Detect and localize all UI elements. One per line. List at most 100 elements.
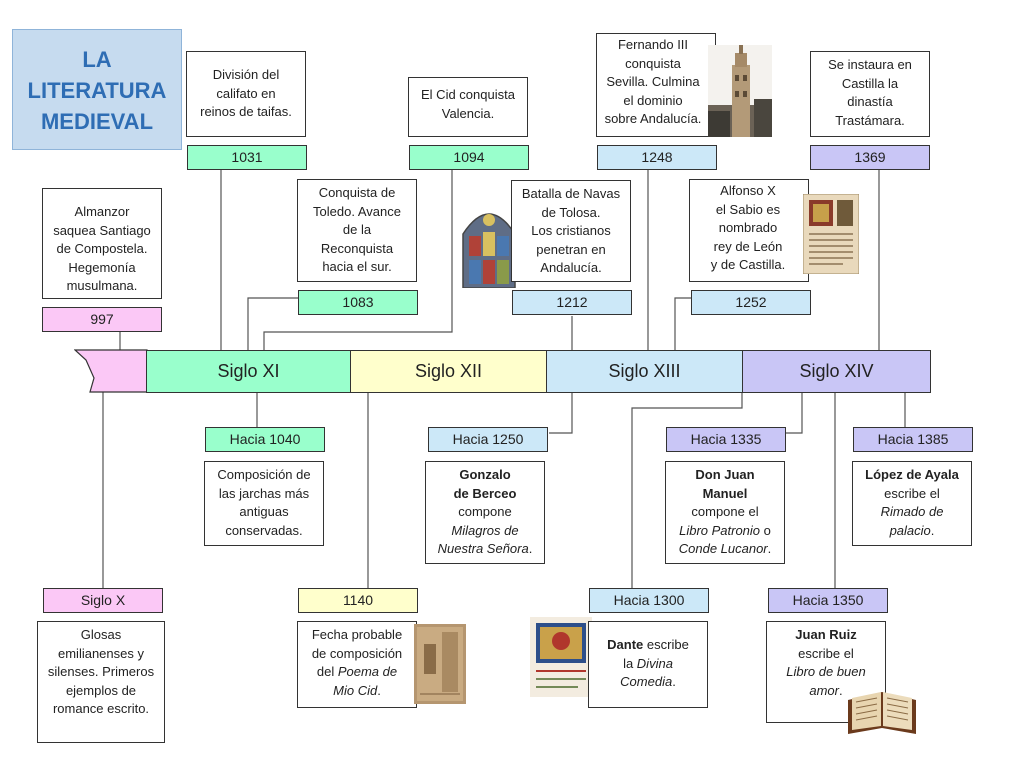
lit-siglo-x-line: romance escrito.: [52, 701, 150, 716]
lit-siglo-x-line: silenses. Primeros: [47, 664, 155, 679]
lit-1385-period: .: [930, 522, 935, 538]
event-1083-line: Reconquista: [320, 240, 394, 256]
event-1031-line: califato en: [216, 85, 276, 101]
event-1252-note: Alfonso X el Sabio es nombrado rey de Le…: [689, 179, 809, 282]
event-1252-line: el Sabio es: [715, 201, 781, 217]
lit-1300-work: Comedia: [620, 674, 673, 689]
stained-glass-image: [462, 213, 516, 288]
lit-1140-period: .: [377, 682, 381, 698]
connector-1250: [549, 392, 573, 434]
event-1212-note: Batalla de Navas de Tolosa. Los cristian…: [511, 180, 631, 282]
lit-1385-line: escribe el: [884, 485, 940, 501]
lit-1300-author: Dante: [607, 637, 644, 652]
year-1248: 1248: [597, 145, 717, 170]
connector-1083: [247, 297, 300, 350]
lit-siglo-x-note: Glosas emilianenses y silenses. Primeros…: [37, 621, 165, 743]
event-1094-note: El Cid conquista Valencia.: [408, 77, 528, 137]
lit-1250-work: Nuestra Señora: [437, 541, 529, 556]
lit-1350-period: .: [839, 682, 843, 698]
lit-1350-work: Libro de buen: [786, 664, 866, 679]
year-997: 997: [42, 307, 162, 332]
event-1252-line: y de Castilla.: [710, 257, 786, 272]
event-1248-note: Fernando III conquista Sevilla. Culmina …: [596, 33, 716, 137]
connector-1252: [674, 297, 692, 350]
lit-siglo-x-line: emilianenses y: [58, 645, 144, 661]
lit-year-siglo-x: Siglo X: [43, 588, 163, 613]
event-1094-line: El Cid conquista: [421, 87, 515, 102]
event-1031-line: División del: [212, 67, 280, 82]
lit-1140-line: Fecha probable: [311, 627, 403, 642]
century-siglo-xiii: Siglo XIII: [546, 350, 743, 393]
lit-1300-line: la: [623, 655, 637, 671]
event-1031-note: División del califato en reinos de taifa…: [186, 51, 306, 137]
year-1212: 1212: [512, 290, 632, 315]
lit-1335-work: Libro Patronio: [679, 522, 761, 538]
event-1212-line: Batalla de Navas: [521, 186, 621, 201]
dante-illumination-image: [530, 617, 592, 697]
lit-1300-period: .: [672, 674, 676, 689]
year-1252: 1252: [691, 290, 811, 315]
event-1031-line: reinos de taifas.: [200, 104, 292, 119]
event-997-line: de Compostela.: [56, 241, 148, 256]
lit-1040-line: conservadas.: [225, 522, 303, 538]
lit-1335-line: o: [760, 522, 771, 538]
lit-1040-note: Composición de las jarchas más antiguas …: [204, 461, 324, 546]
event-1083-line: Toledo. Avance: [313, 203, 401, 219]
lit-1300-work: Divina: [636, 655, 673, 671]
lit-1040-line: las jarchas más: [218, 485, 310, 501]
event-1369-line: Se instaura en: [828, 57, 912, 72]
event-1212-line: Andalucía.: [540, 260, 602, 275]
lit-1140-note: Fecha probable de composición del Poema …: [297, 621, 417, 708]
lit-year-hacia-1350: Hacia 1350: [768, 588, 888, 613]
lit-1335-work: Conde Lucanor: [678, 541, 768, 556]
event-1369-line: dinastía: [847, 94, 893, 109]
lit-1140-work: Mio Cid: [333, 682, 378, 698]
event-1248-line: conquista: [625, 55, 681, 71]
event-1083-line: Conquista de: [318, 185, 396, 200]
event-997-note: Almanzor saquea Santiago de Compostela. …: [42, 188, 162, 299]
lit-1250-author: de Berceo: [453, 485, 517, 501]
event-1369-line: Castilla la: [841, 75, 899, 91]
lit-1040-line: antiguas: [239, 504, 289, 519]
lit-1250-work: Milagros de: [451, 522, 519, 538]
event-1212-line: penetran en: [536, 241, 606, 257]
lit-1250-period: .: [528, 541, 533, 556]
event-1083-line: hacia el sur.: [322, 259, 392, 274]
lit-1385-note: López de Ayala escribe el Rimado de pala…: [852, 461, 972, 546]
event-997-line: Almanzor: [74, 204, 130, 219]
event-997-line: musulmana.: [66, 278, 138, 293]
lit-year-1140: 1140: [298, 588, 418, 613]
century-siglo-xii: Siglo XII: [350, 350, 547, 393]
title-line-1: LA: [82, 47, 112, 72]
title-box: LA LITERATURA MEDIEVAL: [12, 29, 182, 150]
event-1094-line: Valencia.: [441, 105, 495, 121]
lit-1250-author: Gonzalo: [459, 467, 511, 482]
lit-1300-note: Dante escribe la Divina Comedia.: [588, 621, 708, 708]
connector-1335: [786, 392, 803, 434]
connector-1300: [631, 392, 743, 588]
lit-1335-author: Manuel: [702, 485, 748, 501]
lit-1040-line: Composición de: [217, 467, 311, 482]
lit-1140-work: Poema de: [337, 664, 398, 679]
event-1369-line: Trastámara.: [835, 112, 905, 128]
open-book-image: [848, 692, 916, 734]
lit-year-hacia-1385: Hacia 1385: [853, 427, 973, 452]
lit-year-hacia-1300: Hacia 1300: [589, 588, 709, 613]
connector-1094: [263, 170, 453, 350]
lit-1385-author: López de Ayala: [865, 467, 959, 482]
year-1031: 1031: [187, 145, 307, 170]
event-1248-line: Fernando III: [617, 37, 689, 52]
lit-1335-author: Don Juan: [695, 467, 755, 482]
lit-year-hacia-1335: Hacia 1335: [666, 427, 786, 452]
century-siglo-xi: Siglo XI: [146, 350, 351, 393]
event-1248-line: el dominio: [623, 92, 683, 108]
title-line-2: LITERATURA: [27, 78, 167, 103]
year-1083: 1083: [298, 290, 418, 315]
event-1083-note: Conquista de Toledo. Avance de la Reconq…: [297, 179, 417, 282]
lit-1350-author: Juan Ruiz: [795, 627, 857, 642]
event-1252-line: nombrado: [718, 220, 778, 235]
event-1369-note: Se instaura en Castilla la dinastía Tras…: [810, 51, 930, 137]
lit-1385-work: Rimado de: [880, 504, 944, 519]
lit-1140-line: del: [316, 664, 338, 679]
